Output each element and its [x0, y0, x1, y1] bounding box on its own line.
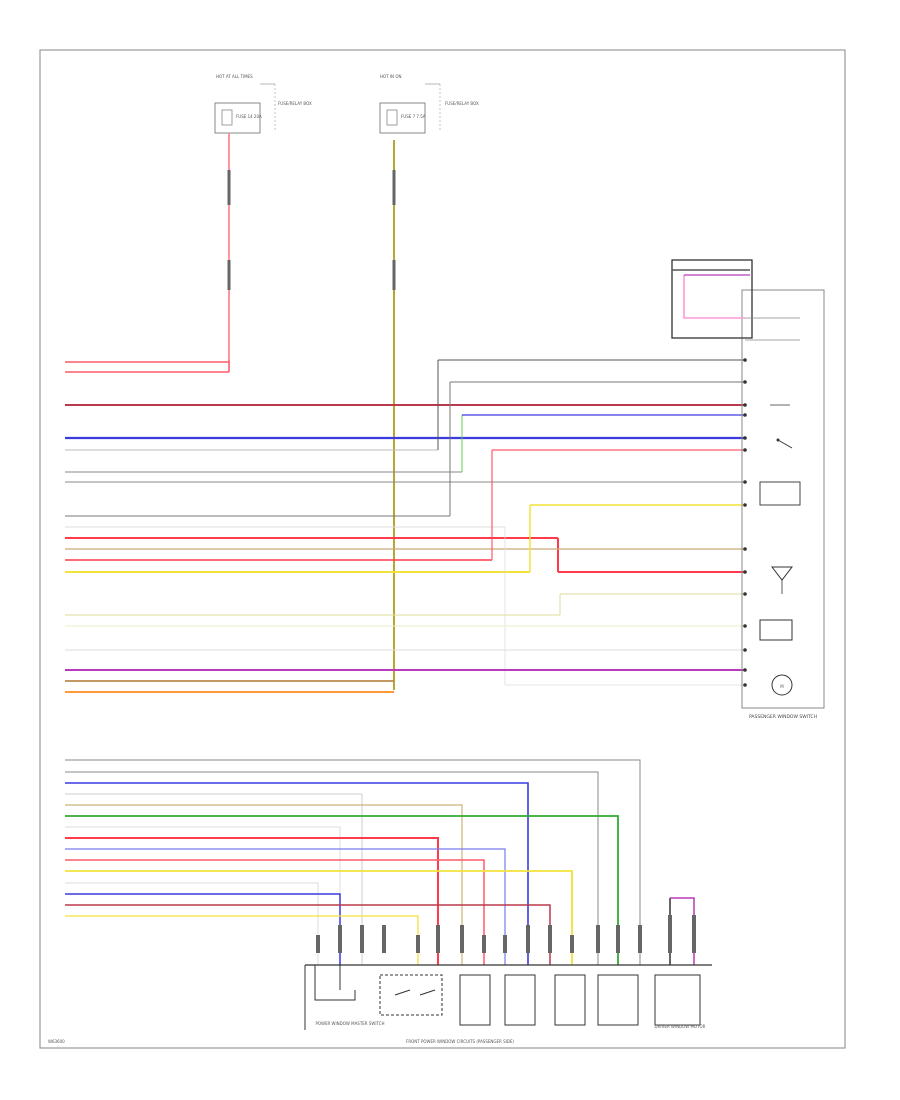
master-switch-box — [379, 974, 443, 1016]
svg-text:M: M — [780, 684, 784, 689]
driver-window-motor-label: DRIVER WINDOW MOTOR — [655, 1024, 706, 1029]
fuse-block-1-desc: FUSE/RELAY BOX — [278, 101, 312, 106]
driver-window-motor: DRIVER WINDOW MOTOR — [459, 974, 706, 1029]
fuse-block-2: HOT IN ON FUSE 7 7.5A FUSE/RELAY BOX — [379, 74, 479, 134]
master-switch-label: POWER WINDOW MASTER SWITCH — [315, 1021, 384, 1026]
bottom-connector-pins — [316, 915, 696, 953]
fuse-block-1: HOT AT ALL TIMES FUSE 14 20A FUSE/RELAY … — [214, 74, 312, 134]
passenger-window-switch: M PASSENGER WINDOW SWITCH — [671, 259, 825, 720]
fuse-block-2-hot-label: HOT IN ON — [380, 74, 401, 79]
feed-wires — [227, 133, 396, 690]
passenger-window-motor-icon — [771, 674, 793, 696]
bottom-components: POWER WINDOW MASTER SWITCH DRIVER WINDOW… — [304, 915, 712, 1030]
diagram-caption: FRONT POWER WINDOW CIRCUITS (PASSENGER S… — [406, 1039, 514, 1044]
right-connector-pins — [743, 358, 747, 687]
fuse-box-2 — [379, 102, 426, 134]
auto-switch-icon — [770, 566, 794, 594]
fuse-block-1-hot-label: HOT AT ALL TIMES — [216, 74, 253, 79]
passenger-motor-relay — [759, 619, 793, 641]
connector-box — [671, 259, 753, 339]
fuse-2-label: FUSE 7 7.5A — [401, 114, 426, 119]
pulser-icon — [776, 438, 793, 449]
master-switch: POWER WINDOW MASTER SWITCH — [314, 965, 443, 1026]
fuse-block-2-desc: FUSE/RELAY BOX — [445, 101, 479, 106]
passenger-window-switch-box — [741, 289, 825, 709]
diagram-frame — [39, 49, 846, 1049]
upper-wires — [65, 359, 745, 693]
fuse-1-label: FUSE 14 20A — [236, 114, 262, 119]
fuse-box-1 — [214, 102, 261, 134]
footer-code: W63600 — [48, 1039, 65, 1044]
passenger-window-switch-label: PASSENGER WINDOW SWITCH — [749, 714, 817, 720]
